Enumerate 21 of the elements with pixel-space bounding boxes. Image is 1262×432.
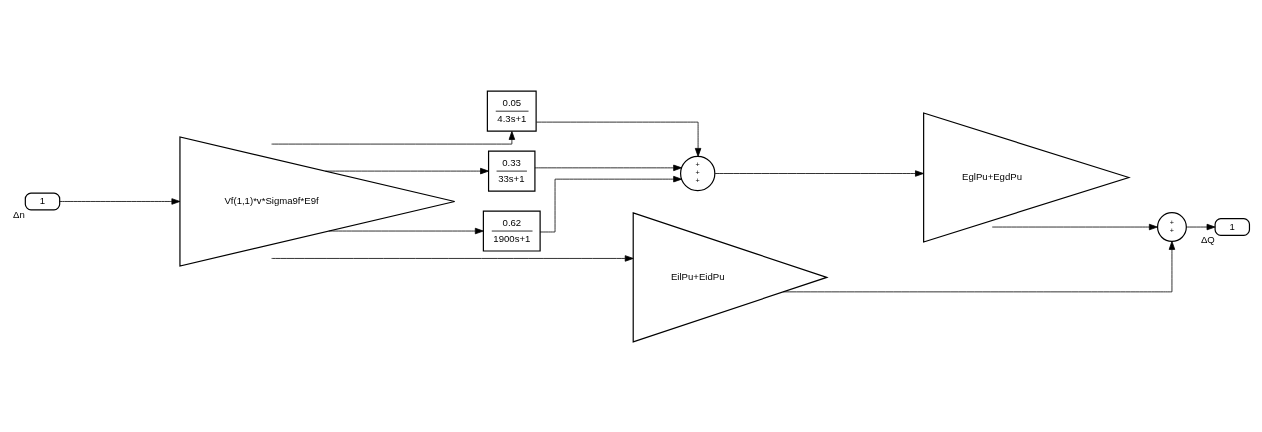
node-box: 0.05 4.3s+1 xyxy=(486,90,537,132)
arrow xyxy=(782,240,1176,292)
node-box: 1 xyxy=(24,192,61,210)
node-box: 0.33 33s+1 xyxy=(487,150,536,192)
arrow xyxy=(539,175,682,232)
node-circle: + + + xyxy=(680,155,716,191)
arrow xyxy=(59,197,181,205)
arrow xyxy=(271,254,634,262)
node-box: 0.62 1900s+1 xyxy=(482,209,541,252)
arrow xyxy=(536,121,702,157)
arrow xyxy=(991,223,1158,230)
node-box: 1 xyxy=(1214,217,1251,236)
arrow xyxy=(1186,223,1216,230)
node-label: ΔQ xyxy=(1200,233,1215,245)
arrow xyxy=(534,164,682,171)
arrow xyxy=(271,130,516,144)
arrow xyxy=(325,167,489,174)
arrow xyxy=(328,227,484,234)
node-circle: + + xyxy=(1156,211,1187,242)
node-label: Δn xyxy=(13,208,25,220)
arrow xyxy=(714,169,924,177)
